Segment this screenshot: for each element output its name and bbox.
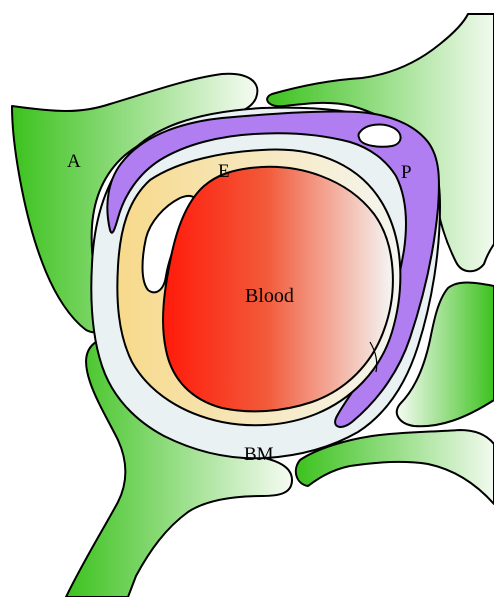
- pericyte-vacuole: [359, 125, 401, 147]
- label-basement-membrane: BM: [244, 444, 274, 465]
- label-astrocyte: A: [67, 151, 81, 172]
- label-blood: Blood: [245, 285, 294, 307]
- label-endothelium: E: [218, 161, 230, 182]
- label-pericyte: P: [401, 162, 412, 183]
